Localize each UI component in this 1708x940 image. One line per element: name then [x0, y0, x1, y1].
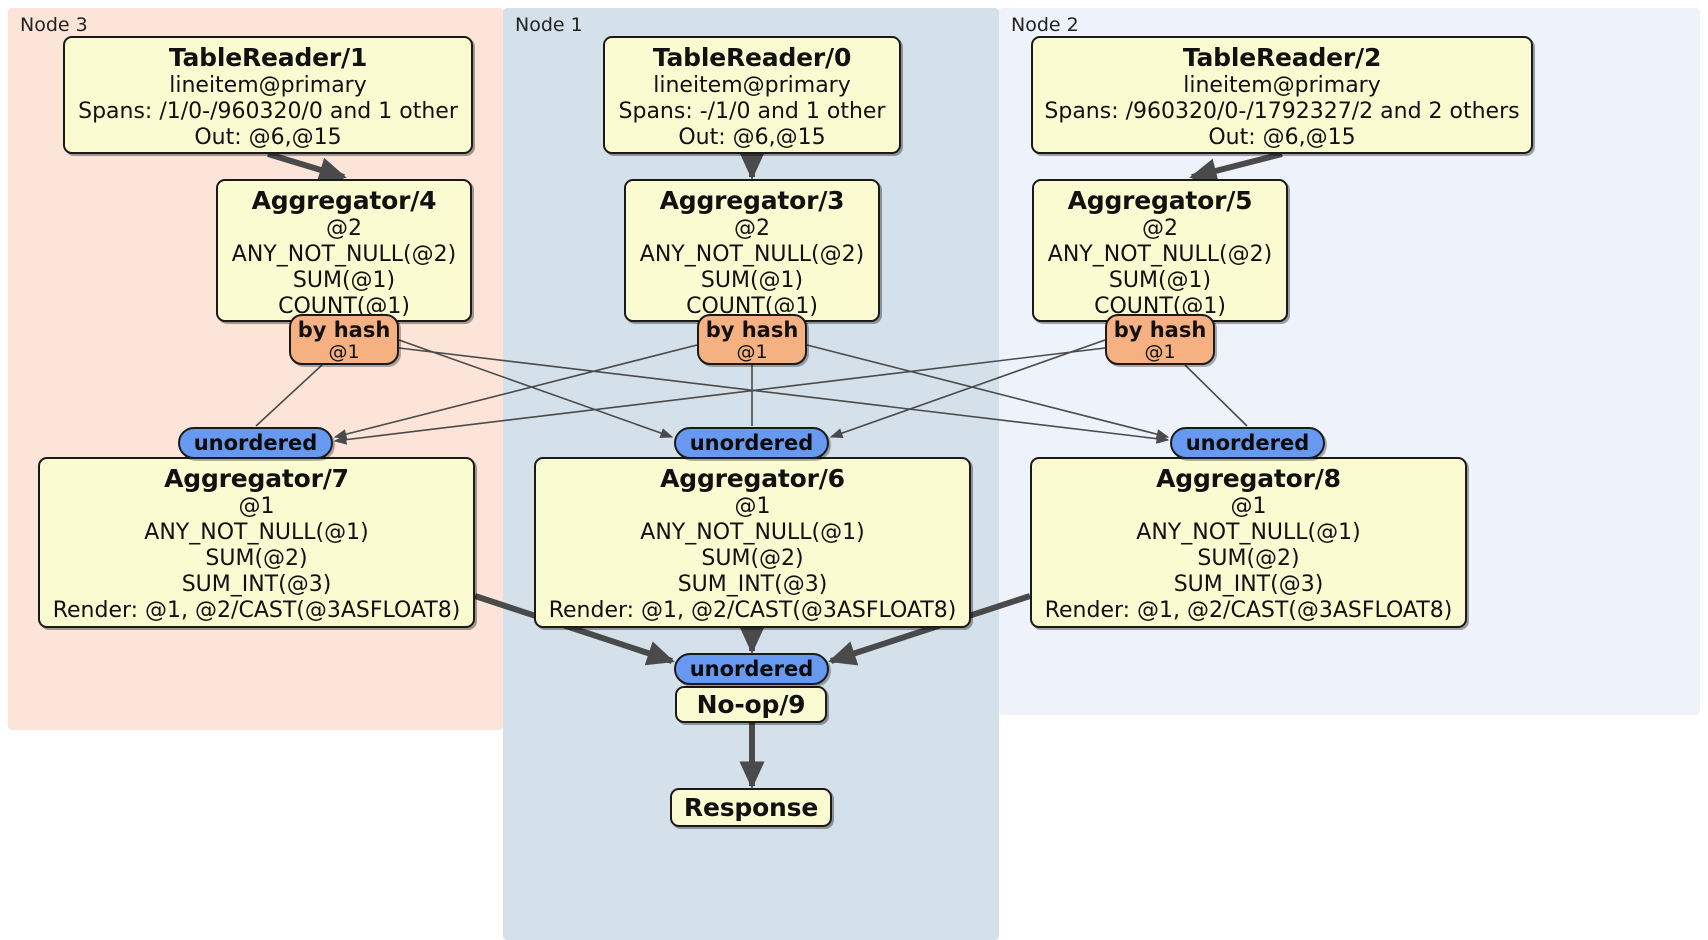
- processor-detail: Out: @6,@15: [678, 125, 826, 150]
- processor-detail: ANY_NOT_NULL(@2): [231, 242, 457, 267]
- processor-detail: SUM(@1): [1108, 268, 1212, 293]
- processor-detail: Render: @1, @2/CAST(@3ASFLOAT8): [52, 598, 461, 623]
- processor-detail: Render: @1, @2/CAST(@3ASFLOAT8): [548, 598, 957, 623]
- router-subtitle: @1: [736, 341, 768, 363]
- processor-detail: lineitem@primary: [169, 73, 367, 98]
- processor-detail: Render: @1, @2/CAST(@3ASFLOAT8): [1044, 598, 1453, 623]
- processor-detail: Out: @6,@15: [194, 125, 342, 150]
- synchronizer-title: unordered: [689, 657, 814, 681]
- synchronizer-badge-unordered-6[interactable]: unordered: [674, 427, 829, 459]
- processor-title: TableReader/0: [652, 43, 852, 72]
- synchronizer-badge-unordered-9[interactable]: unordered: [674, 653, 829, 685]
- router-badge-by-hash-4[interactable]: by hash@1: [289, 314, 399, 365]
- processor-title: Aggregator/5: [1067, 186, 1253, 215]
- processor-detail: ANY_NOT_NULL(@2): [1047, 242, 1273, 267]
- processor-detail: lineitem@primary: [1183, 73, 1381, 98]
- router-title: by hash: [297, 318, 391, 342]
- processor-detail: @2: [1142, 216, 1178, 241]
- processor-detail: ANY_NOT_NULL(@1): [144, 520, 369, 545]
- processor-detail: @2: [734, 216, 770, 241]
- router-badge-by-hash-5[interactable]: by hash@1: [1105, 314, 1215, 365]
- processor-detail: ANY_NOT_NULL(@2): [639, 242, 865, 267]
- processor-title: TableReader/1: [168, 43, 368, 72]
- router-title: by hash: [1113, 318, 1207, 342]
- processor-noop-9[interactable]: No-op/9: [675, 686, 827, 723]
- processor-detail: SUM(@1): [292, 268, 396, 293]
- processor-title: Aggregator/8: [1156, 464, 1341, 493]
- processor-response[interactable]: Response: [670, 788, 832, 827]
- processor-title: Aggregator/4: [251, 186, 437, 215]
- processor-detail: Spans: /960320/0-/1792327/2 and 2 others: [1044, 99, 1520, 124]
- processor-detail: ANY_NOT_NULL(@1): [640, 520, 865, 545]
- router-badge-by-hash-3[interactable]: by hash@1: [697, 314, 807, 365]
- processor-detail: @1: [238, 494, 275, 519]
- node-label-node1: Node 1: [515, 14, 583, 36]
- processor-detail: ANY_NOT_NULL(@1): [1136, 520, 1361, 545]
- processor-detail: @1: [1230, 494, 1267, 519]
- processor-detail: SUM(@1): [700, 268, 804, 293]
- router-title: by hash: [705, 318, 799, 342]
- node-label-node2: Node 2: [1011, 14, 1079, 36]
- processor-detail: SUM_INT(@3): [181, 572, 332, 597]
- router-subtitle: @1: [328, 341, 360, 363]
- processor-detail: SUM(@2): [1197, 546, 1300, 571]
- synchronizer-title: unordered: [689, 431, 814, 455]
- processor-title: No-op/9: [696, 689, 806, 719]
- synchronizer-badge-unordered-8[interactable]: unordered: [1170, 427, 1325, 459]
- router-subtitle: @1: [1144, 341, 1176, 363]
- processor-detail: SUM_INT(@3): [1173, 572, 1324, 597]
- processor-detail: Spans: /1/0-/960320/0 and 1 other: [78, 99, 458, 124]
- processor-title: Response: [683, 792, 819, 822]
- processor-detail: SUM_INT(@3): [677, 572, 828, 597]
- processor-title: Aggregator/7: [164, 464, 349, 493]
- processor-detail: @2: [326, 216, 362, 241]
- node-label-node3: Node 3: [20, 14, 88, 36]
- processor-detail: lineitem@primary: [653, 73, 851, 98]
- processor-detail: Out: @6,@15: [1208, 125, 1356, 150]
- synchronizer-title: unordered: [193, 431, 318, 455]
- processor-detail: SUM(@2): [205, 546, 308, 571]
- processor-title: Aggregator/6: [660, 464, 845, 493]
- processor-title: Aggregator/3: [659, 186, 845, 215]
- synchronizer-title: unordered: [1185, 431, 1310, 455]
- processor-detail: @1: [734, 494, 771, 519]
- synchronizer-badge-unordered-7[interactable]: unordered: [178, 427, 333, 459]
- processor-detail: Spans: -/1/0 and 1 other: [618, 99, 886, 124]
- processor-title: TableReader/2: [1182, 43, 1382, 72]
- processor-detail: SUM(@2): [701, 546, 804, 571]
